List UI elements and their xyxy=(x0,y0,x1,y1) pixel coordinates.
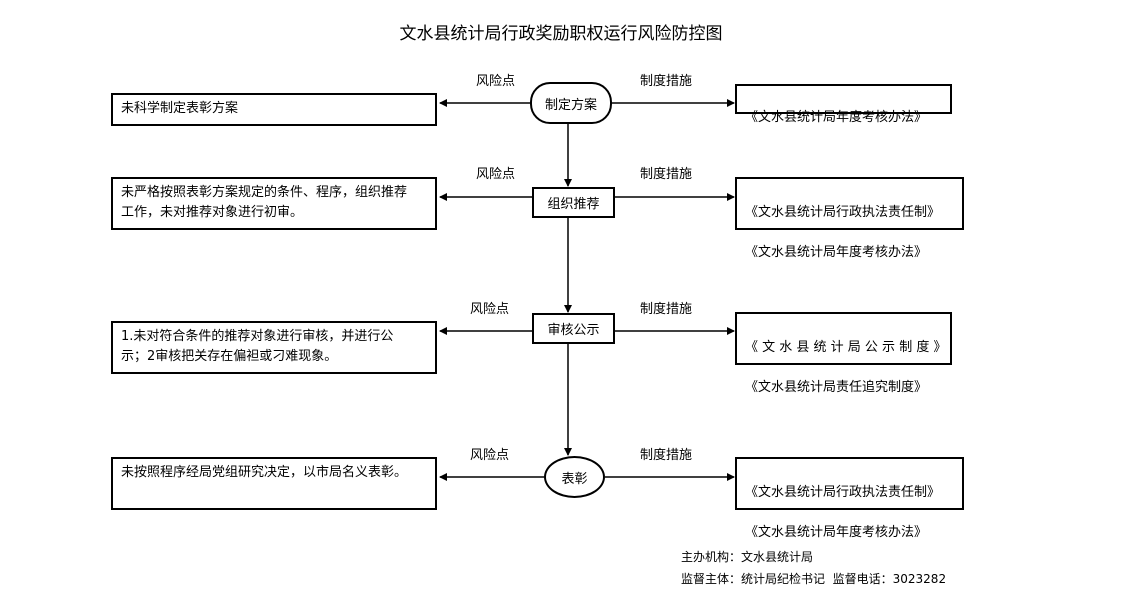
risk-box-1: 未科学制定表彰方案 xyxy=(111,93,437,126)
step-label-3: 审核公示 xyxy=(547,323,600,338)
measures-label-3: 制度措施 xyxy=(640,302,693,317)
risk-box-2: 未严格按照表彰方案规定的条件、程序，组织推荐 工作，未对推荐对象进行初审。 xyxy=(111,177,437,230)
risk-box-3: 1.未对符合条件的推荐对象进行审核，并进行公 示；2审核把关存在偏袒或刁难现象。 xyxy=(111,321,437,374)
step-label-1: 制定方案 xyxy=(544,97,597,113)
step-node-3: 审核公示 xyxy=(532,313,615,344)
page-title: 文水县统计局行政奖励职权运行风险防控图 xyxy=(399,24,723,44)
risk-label-1: 风险点 xyxy=(476,74,516,89)
step-label-2: 组织推荐 xyxy=(547,197,600,212)
measures-box-3: 《 文 水 县 统 计 局 公 示 制 度 》 《文水县统计局责任追究制度》 xyxy=(735,312,952,395)
measures-label-2: 制度措施 xyxy=(640,167,693,182)
measure-item: 《文水县统计局行政执法责任制》 xyxy=(745,205,941,220)
risk-box-4: 未按照程序经局党组研究决定，以市局名义表彰。 xyxy=(111,457,437,510)
measures-box-1: 《文水县统计局年度考核办法》 xyxy=(735,84,952,125)
measure-item: 《文水县统计局年度考核办法》 xyxy=(745,525,928,540)
risk-label-4: 风险点 xyxy=(470,448,510,463)
step-node-4: 表彰 xyxy=(544,456,605,498)
measures-label-1: 制度措施 xyxy=(640,74,693,89)
step-node-2: 组织推荐 xyxy=(532,187,615,218)
risk-label-2: 风险点 xyxy=(476,167,516,182)
measures-box-2: 《文水县统计局行政执法责任制》 《文水县统计局年度考核办法》 xyxy=(735,177,964,260)
risk-label-3: 风险点 xyxy=(470,302,510,317)
footer-organizer: 主办机构：文水县统计局 xyxy=(681,550,814,564)
step-label-4: 表彰 xyxy=(561,471,588,487)
measure-item: 《 文 水 县 统 计 局 公 示 制 度 》 xyxy=(745,340,947,355)
footer-supervision: 监督主体：统计局纪检书记 监督电话：3023282 xyxy=(681,572,947,586)
measure-item: 《文水县统计局责任追究制度》 xyxy=(745,380,928,395)
measure-item: 《文水县统计局行政执法责任制》 xyxy=(745,485,941,500)
measures-box-4: 《文水县统计局行政执法责任制》 《文水县统计局年度考核办法》 xyxy=(735,457,964,540)
measures-label-4: 制度措施 xyxy=(640,448,693,463)
measure-item: 《文水县统计局年度考核办法》 xyxy=(745,245,928,260)
measure-item: 《文水县统计局年度考核办法》 xyxy=(745,110,928,125)
step-node-1: 制定方案 xyxy=(530,82,612,124)
